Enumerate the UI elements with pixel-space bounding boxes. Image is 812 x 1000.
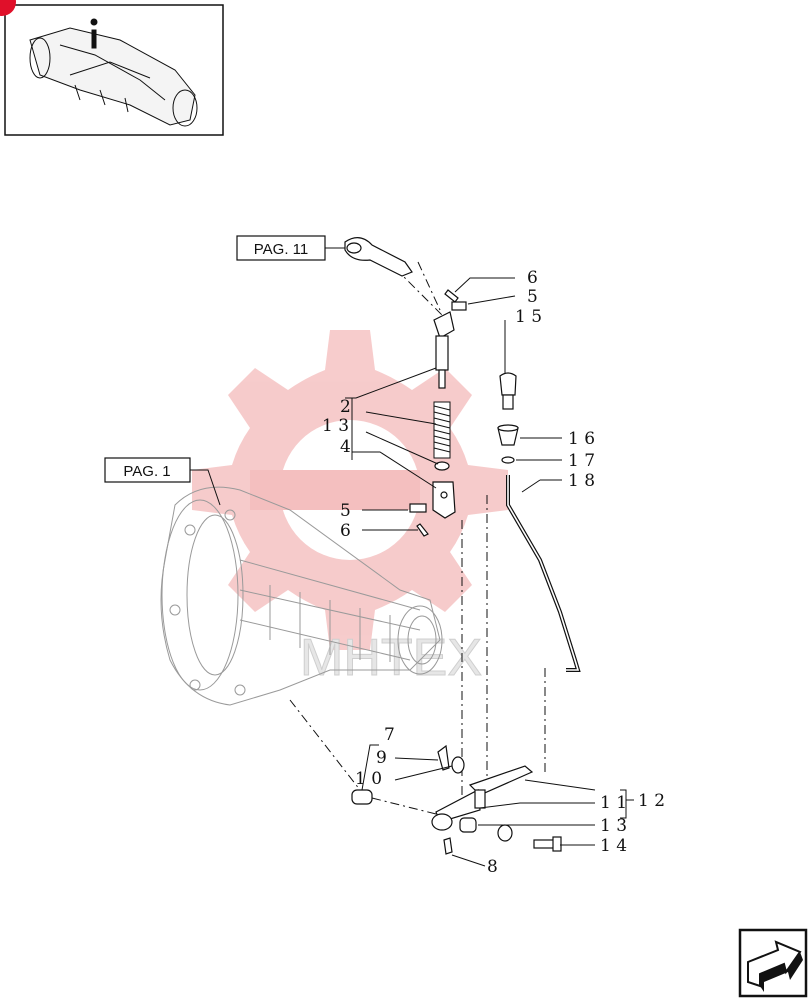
callout-12: 1 2 (638, 791, 665, 811)
callout-4: 4 (340, 437, 351, 457)
callout-10: 1 0 (355, 769, 382, 789)
callout-11: 1 1 (600, 793, 627, 813)
callout-17: 1 7 (568, 451, 595, 471)
callout-13-mid: 1 3 (322, 416, 349, 436)
axle-housing-thumbnail-icon (29, 18, 198, 127)
grease-nipple-part-8 (443, 837, 453, 855)
pivot-part (431, 813, 477, 833)
ref-label-pag11: PAG. 11 (254, 241, 308, 258)
split-pin-lower (416, 523, 429, 537)
leader-lines (345, 277, 634, 867)
clevis-pin-top (451, 301, 467, 311)
arrow-next-page-icon (747, 940, 803, 992)
washer-part-17 (501, 456, 515, 464)
callout-6-lower: 6 (340, 521, 351, 541)
watermark-text: MHTEX (300, 629, 482, 687)
washer-part (434, 461, 450, 471)
bushing-part-7 (351, 789, 373, 805)
ref-box-pag11[interactable]: PAG. 11 (236, 235, 326, 261)
control-rod-part (506, 475, 581, 672)
bottom-lever-part (435, 765, 534, 823)
upper-lever-part (344, 237, 413, 277)
boot-part (497, 424, 519, 446)
knob-part (499, 372, 517, 410)
watermark-gear-icon (192, 330, 508, 650)
next-page-button[interactable] (738, 928, 808, 998)
callout-9: 9 (376, 748, 387, 768)
lower-clevis-part (432, 481, 456, 519)
washer-part-13 (497, 824, 513, 842)
bolt-part-14 (533, 836, 562, 852)
callout-5-top: 5 (527, 287, 538, 307)
rod-clevis-part (433, 311, 455, 389)
callout-14: 1 4 (600, 836, 627, 856)
callout-5-lower: 5 (340, 501, 351, 521)
callout-6-top: 6 (527, 268, 538, 288)
thumbnail-panel[interactable] (0, 0, 224, 136)
split-pin-top (444, 289, 459, 303)
callout-16: 1 6 (568, 429, 595, 449)
red-badge (0, 0, 16, 16)
split-pin-part-9 (437, 744, 450, 771)
callout-2: 2 (340, 397, 351, 417)
gearbox-housing (160, 486, 443, 706)
ref-box-pag1[interactable]: PAG. 1 (104, 457, 191, 483)
clevis-pin-lower (409, 503, 427, 513)
callout-7: 7 (384, 725, 395, 745)
ref-label-pag1: PAG. 1 (123, 463, 170, 480)
callout-18: 1 8 (568, 471, 595, 491)
washer-part-10 (451, 756, 465, 774)
callout-13-bottom: 1 3 (600, 816, 627, 836)
spring-part (433, 401, 451, 459)
callout-15: 1 5 (515, 307, 542, 327)
callout-8: 8 (487, 857, 498, 877)
